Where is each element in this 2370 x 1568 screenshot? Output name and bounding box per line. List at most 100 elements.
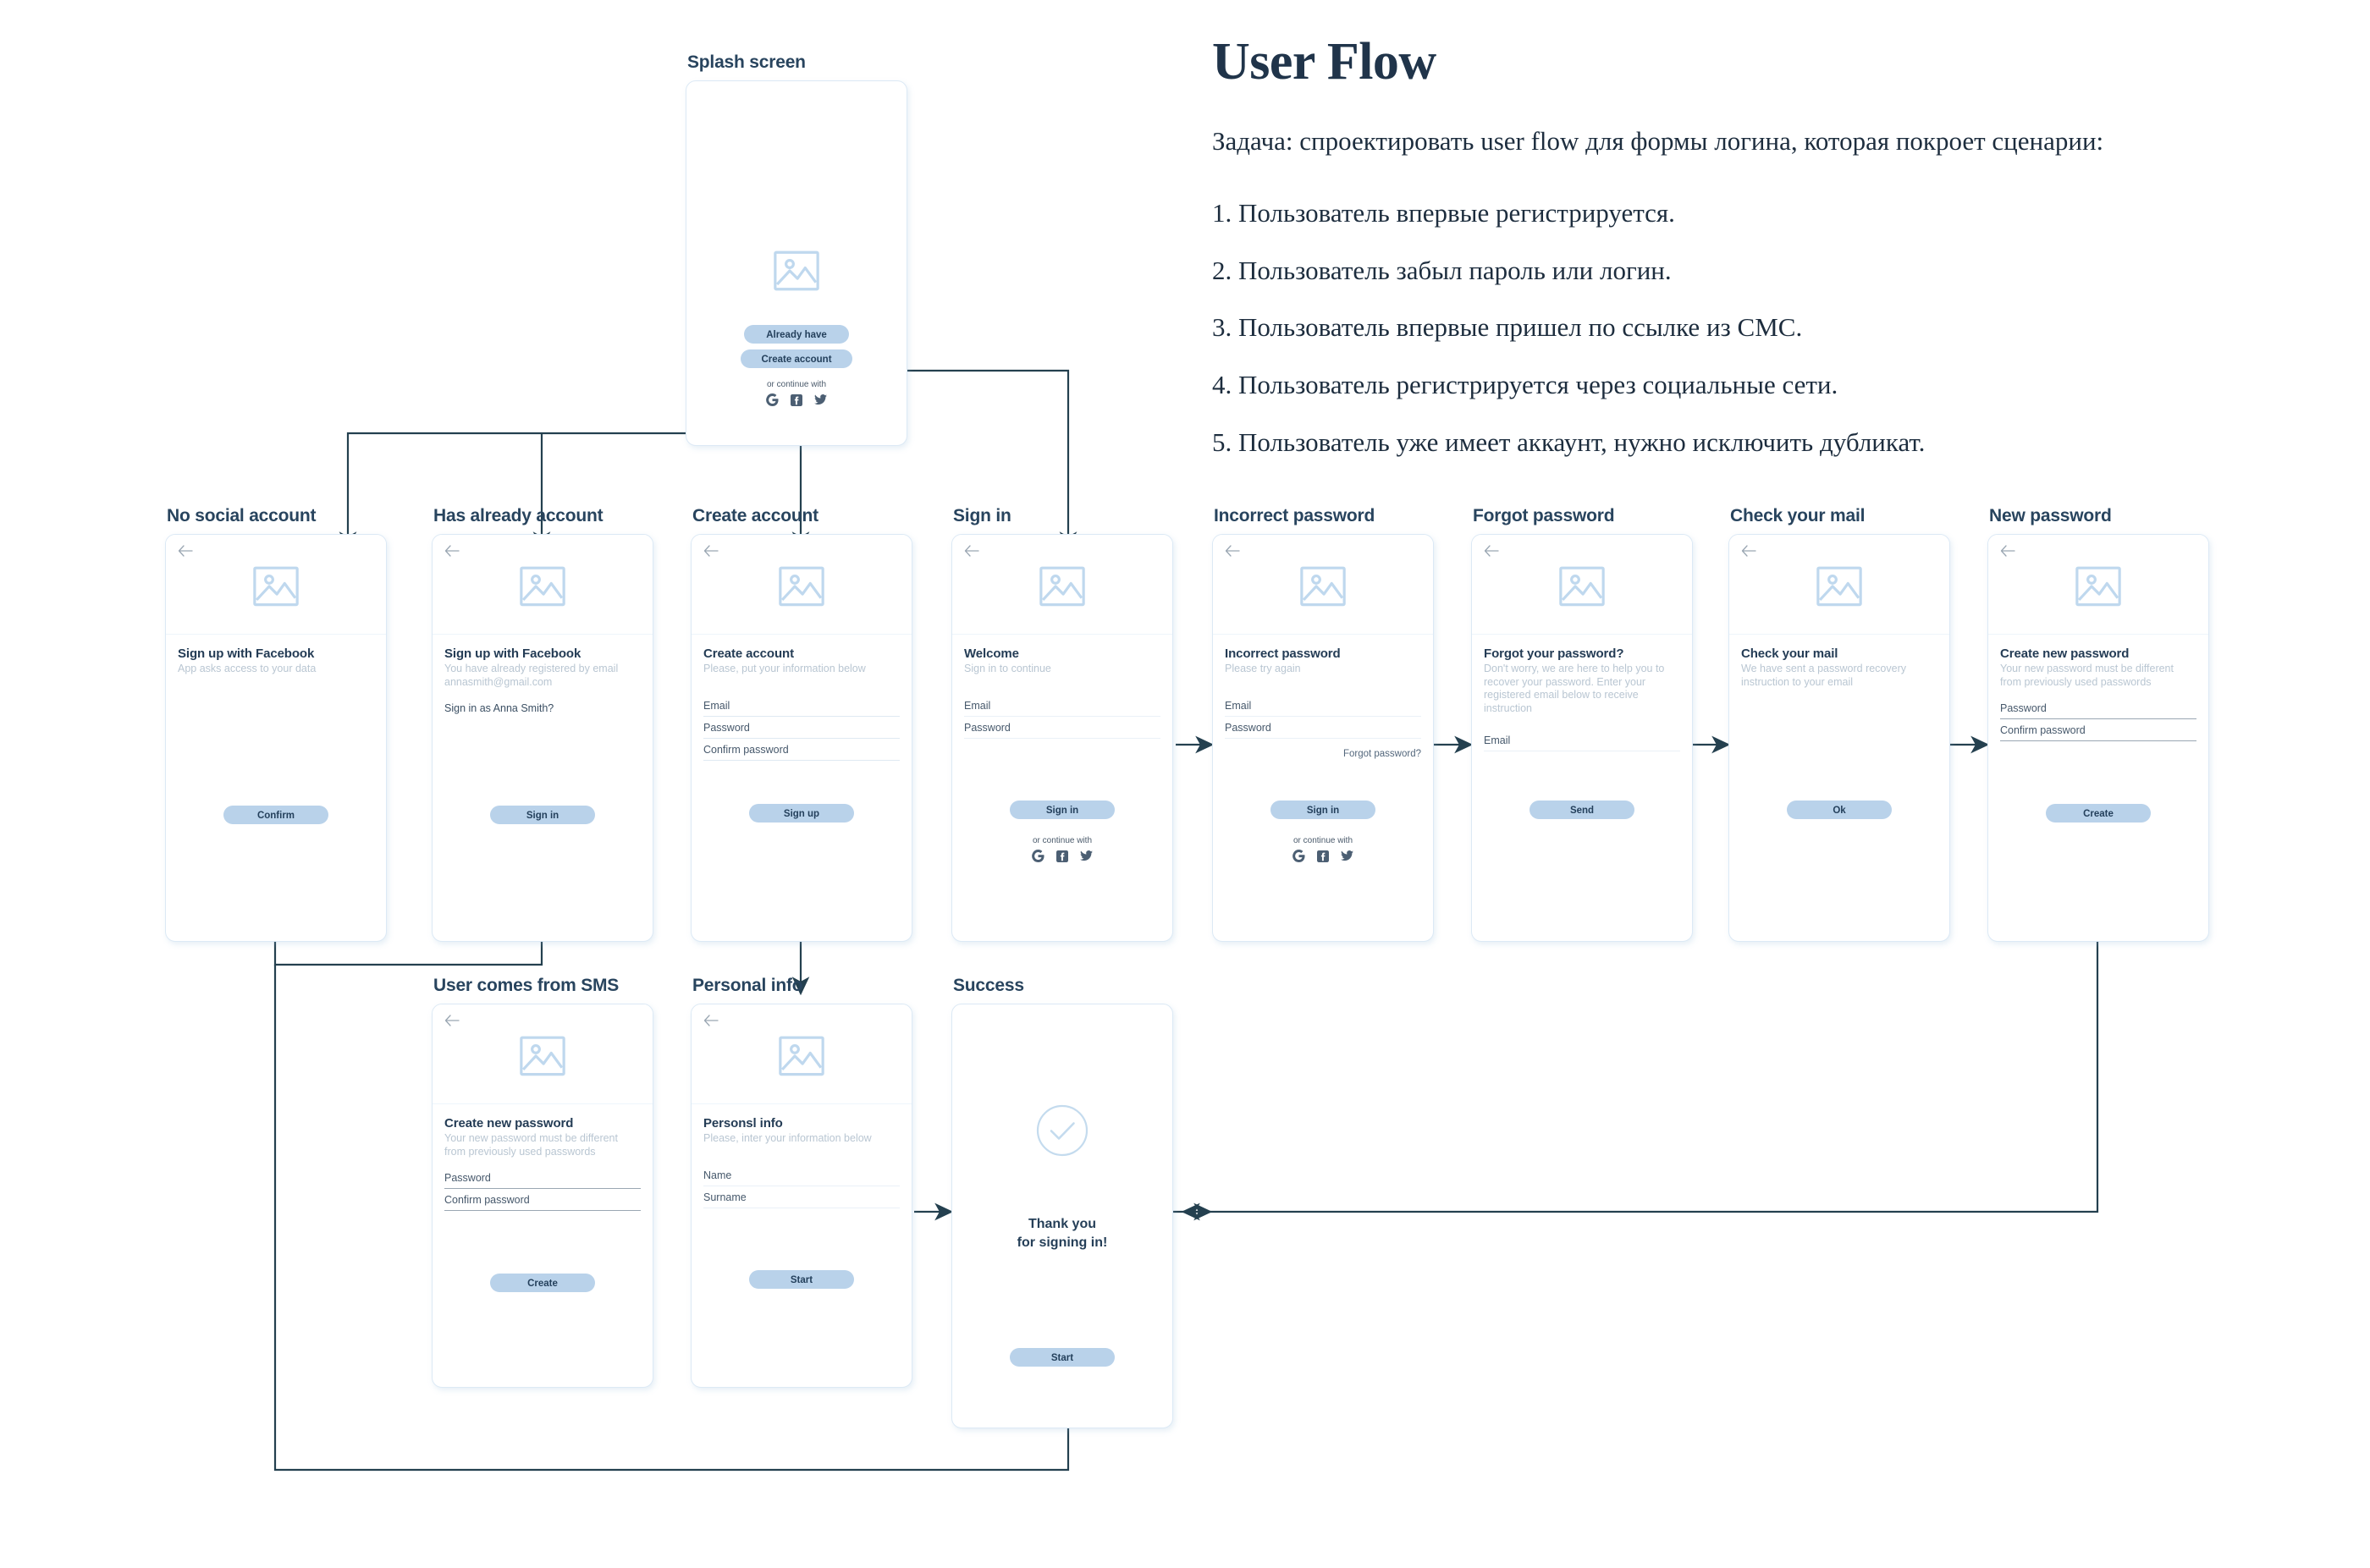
screen-has-already-account: Has already account Sign up with Faceboo… [432, 506, 653, 942]
phone-body: Create new password Your new password mu… [1988, 635, 2208, 941]
phone-header [1988, 535, 2208, 635]
password-field[interactable]: Password [964, 722, 1160, 739]
image-placeholder-icon [778, 565, 825, 606]
thanks-line-2: for signing in! [1017, 1235, 1108, 1250]
ok-button[interactable]: Ok [1787, 801, 1892, 819]
spacer [1484, 716, 1680, 729]
confirm-password-field[interactable]: Confirm password [2000, 724, 2196, 742]
screen-title-no-social: No social account [167, 506, 317, 525]
screen-title-forgot-password: Forgot password [1473, 506, 1615, 525]
phone-body: Create new password Your new password mu… [433, 1104, 653, 1387]
email-field[interactable]: Email [964, 700, 1160, 717]
twitter-icon [814, 394, 827, 405]
phone-frame-no-social: Sign up with Facebook App asks access to… [165, 534, 387, 942]
check-circle-icon [1036, 1104, 1089, 1161]
email-field[interactable]: Email [703, 700, 900, 717]
phone-header [952, 535, 1172, 635]
screen-subtext: Your new password must be different from… [444, 1132, 618, 1158]
scenario-item: 3. Пользователь впервые пришел по ссылке… [1212, 312, 1803, 343]
back-arrow-icon[interactable] [176, 543, 195, 558]
forgot-password-link[interactable]: Forgot password? [1342, 748, 1421, 759]
start-button[interactable]: Start [749, 1270, 854, 1289]
screen-subtext: Your new password must be different from… [2000, 663, 2174, 688]
phone-body: Personsl info Please, inter your informa… [692, 1104, 912, 1387]
back-arrow-icon[interactable] [962, 543, 981, 558]
back-arrow-icon[interactable] [1739, 543, 1758, 558]
thanks-line-1: Thank you [1028, 1217, 1096, 1231]
back-arrow-icon[interactable] [702, 1013, 720, 1028]
back-arrow-icon[interactable] [443, 1013, 461, 1028]
social-login-row[interactable] [686, 393, 907, 406]
screen-subtext: You have already registered by email ann… [444, 663, 619, 688]
screen-heading: Create new password [2000, 646, 2130, 661]
sign-in-button[interactable]: Sign in [1270, 801, 1375, 819]
start-button[interactable]: Start [1010, 1348, 1115, 1367]
phone-body: Sign up with Facebook App asks access to… [166, 635, 386, 941]
already-have-button[interactable]: Already have [744, 325, 849, 344]
password-field[interactable]: Password [1225, 722, 1421, 739]
password-field[interactable]: Password [703, 722, 900, 739]
phone-frame-sms: Create new password Your new password mu… [432, 1004, 653, 1388]
screen-title-splash: Splash screen [687, 52, 806, 72]
scenario-item: 5. Пользователь уже имеет аккаунт, нужно… [1212, 427, 1926, 457]
send-button[interactable]: Send [1529, 801, 1634, 819]
screen-create-account: Create account Create account Please, pu… [691, 506, 912, 942]
create-button[interactable]: Create [2046, 804, 2151, 823]
phone-body: Create account Please, put your informat… [692, 635, 912, 941]
surname-field[interactable]: Surname [703, 1191, 900, 1208]
password-field[interactable]: Password [2000, 702, 2196, 720]
spacer [703, 676, 900, 695]
email-field[interactable]: Email [1484, 734, 1680, 751]
or-continue-with-label: or continue with [1292, 836, 1353, 845]
phone-body: Forgot your password? Don't worry, we ar… [1472, 635, 1692, 941]
password-field[interactable]: Password [444, 1172, 641, 1190]
screen-title-incorrect-password: Incorrect password [1214, 506, 1375, 525]
screen-title-check-mail: Check your mail [1730, 506, 1866, 525]
confirm-password-field[interactable]: Confirm password [444, 1194, 641, 1212]
sign-in-button[interactable]: Sign in [1010, 801, 1115, 819]
screen-subtext: Please, inter your information below [703, 1132, 872, 1144]
screen-title-sign-in: Sign in [953, 506, 1011, 525]
confirm-password-field[interactable]: Confirm password [703, 744, 900, 761]
facebook-icon [1317, 850, 1329, 862]
email-field[interactable]: Email [1225, 700, 1421, 717]
phone-header [1472, 535, 1692, 635]
screen-heading: Personsl info [703, 1116, 783, 1131]
back-arrow-icon[interactable] [1223, 543, 1242, 558]
screen-subtext: Don't worry, we are here to help you to … [1484, 663, 1665, 714]
sign-in-button[interactable]: Sign in [490, 806, 595, 824]
phone-frame-splash: Already have Create account or continue … [686, 80, 907, 446]
screen-sign-in: Sign in Welcome Sign in to continue Emai… [951, 506, 1173, 942]
screen-check-your-mail: Check your mail Check your mail We have … [1728, 506, 1950, 942]
phone-header [1213, 535, 1433, 635]
task-statement: Задача: спроектировать user flow для фор… [1212, 126, 2104, 156]
back-arrow-icon[interactable] [1482, 543, 1501, 558]
screen-new-password: New password Create new password Your ne… [1987, 506, 2209, 942]
sign-up-button[interactable]: Sign up [749, 804, 854, 823]
right-text-panel: User Flow Задача: спроектировать user fl… [1212, 36, 2329, 484]
social-login-row[interactable] [952, 850, 1172, 862]
screen-title-new-password: New password [1989, 506, 2112, 525]
screen-heading: Sign up with Facebook [178, 646, 315, 661]
success-content: Thank you for signing in! Start [952, 1004, 1172, 1428]
or-continue-with-label: or continue with [766, 380, 827, 389]
screen-title-sms: User comes from SMS [433, 976, 620, 995]
image-placeholder-icon [2075, 565, 2122, 606]
create-account-button[interactable]: Create account [741, 349, 852, 368]
screen-personal-info: Personal info Personsl info Please, inte… [691, 976, 912, 1388]
screen-subtext: App asks access to your data [178, 663, 317, 674]
create-button[interactable]: Create [490, 1274, 595, 1292]
back-arrow-icon[interactable] [1998, 543, 2017, 558]
back-arrow-icon[interactable] [702, 543, 720, 558]
sign-in-as-note: Sign in as Anna Smith? [444, 702, 554, 715]
or-continue-with-label: or continue with [1032, 836, 1093, 845]
name-field[interactable]: Name [703, 1169, 900, 1186]
back-arrow-icon[interactable] [443, 543, 461, 558]
social-login-row[interactable] [1213, 850, 1433, 862]
phone-frame-new-password: Create new password Your new password mu… [1987, 534, 2209, 942]
confirm-button[interactable]: Confirm [223, 806, 328, 824]
phone-body: Welcome Sign in to continue Email Passwo… [952, 635, 1172, 941]
spacer [964, 676, 1160, 695]
screen-heading: Create account [703, 646, 794, 661]
scenario-list: 1. Пользователь впервые регистрируется. … [1212, 197, 2329, 459]
